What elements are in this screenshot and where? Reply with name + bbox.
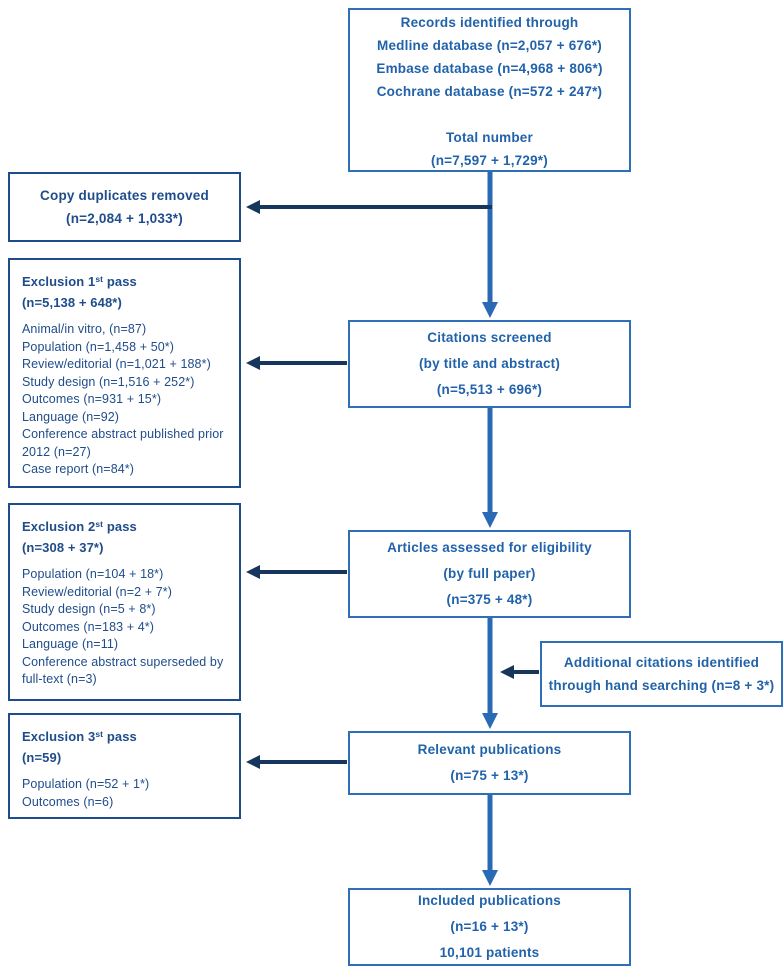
citations-screened-box: Citations screened (by title and abstract… (348, 320, 631, 408)
box-line: 10,101 patients (439, 945, 540, 960)
duplicates-removed-box: Copy duplicates removed (n=2,084 + 1,033*… (8, 172, 241, 242)
relevant-publications-box: Relevant publications (n=75 + 13*) (348, 731, 631, 795)
exclusion-item: Population (n=104 + 18*) (22, 567, 164, 581)
box-line: Embase database (n=4,968 + 806*) (376, 60, 603, 76)
exclusion-count: (n=5,138 + 648*) (22, 295, 122, 310)
ordinal-superscript: st (95, 273, 104, 284)
box-line: (n=75 + 13*) (450, 768, 529, 783)
exclusion-pass-2-box: Exclusion 2st pass (n=308 + 37*) Populat… (8, 503, 241, 701)
exclusion-title: Exclusion 1st pass (22, 273, 137, 290)
exclusion-item: Outcomes (n=931 + 15*) (22, 392, 162, 406)
box-line: through hand searching (n=8 + 3*) (548, 678, 775, 693)
box-line: Total number (446, 129, 533, 145)
exclusion-title: Exclusion 3st pass (22, 728, 137, 745)
box-line: Cochrane database (n=572 + 247*) (376, 83, 603, 99)
box-line: Medline database (n=2,057 + 676*) (377, 37, 602, 53)
additional-citations-box: Additional citations identified through h… (540, 641, 783, 707)
box-line: (by full paper) (443, 566, 536, 581)
box-line: (n=7,597 + 1,729*) (431, 152, 548, 168)
box-line: Articles assessed for eligibility (387, 540, 592, 555)
exclusion-item: Language (n=92) (22, 409, 120, 424)
exclusion-item: Review/editorial (n=1,021 + 188*) (22, 357, 211, 371)
included-publications-box: Included publications (n=16 + 13*) 10,101 … (348, 888, 631, 966)
exclusion-title: Exclusion 2st pass (22, 518, 137, 535)
exclusion-item: Study design (n=1,516 + 252*) (22, 374, 195, 389)
exclusion-item: Study design (n=5 + 8*) (22, 602, 156, 616)
box-line: (n=375 + 48*) (446, 592, 533, 607)
box-line (350, 103, 629, 126)
box-line: Included publications (418, 893, 561, 908)
exclusion-item-list: Animal/in vitro, (n=87) Population (n=1,4… (22, 321, 231, 479)
exclusion-item: Case report (n=84*) (22, 462, 135, 476)
box-line: (by title and abstract) (418, 356, 561, 371)
exclusion-item: Population (n=1,458 + 50*) (22, 339, 175, 354)
box-line: (n=5,513 + 696*) (436, 382, 543, 397)
exclusion-count: (n=308 + 37*) (22, 540, 104, 555)
exclusion-item: Animal/in vitro, (n=87) (22, 322, 147, 336)
box-line: Additional citations identified (563, 655, 760, 670)
box-line: Records identified through (400, 14, 579, 30)
exclusion-count: (n=59) (22, 750, 62, 765)
box-line: Copy duplicates removed (40, 188, 209, 203)
exclusion-item-list: Population (n=104 + 18*) Review/editorial… (22, 566, 231, 689)
exclusion-pass-3-box: Exclusion 3st pass (n=59) Population (n=… (8, 713, 241, 819)
exclusion-item: Outcomes (n=6) (22, 794, 114, 809)
exclusion-item: Conference abstract published prior 2012… (22, 427, 224, 459)
exclusion-item: Review/editorial (n=2 + 7*) (22, 584, 172, 599)
box-line: Relevant publications (417, 742, 562, 757)
ordinal-superscript: st (95, 518, 104, 529)
exclusion-item: Outcomes (n=183 + 4*) (22, 619, 155, 634)
exclusion-item: Language (n=11) (22, 637, 119, 651)
exclusion-item: Conference abstract superseded by full-t… (22, 654, 224, 687)
exclusion-item-list: Population (n=52 + 1*) Outcomes (n=6) (22, 776, 231, 811)
articles-assessed-box: Articles assessed for eligibility (by ful… (348, 530, 631, 618)
box-line: (n=2,084 + 1,033*) (66, 211, 183, 226)
box-line: Citations screened (427, 330, 552, 345)
box-line: (n=16 + 13*) (450, 919, 529, 934)
exclusion-item: Population (n=52 + 1*) (22, 777, 150, 791)
ordinal-superscript: st (95, 728, 104, 739)
exclusion-pass-1-box: Exclusion 1st pass (n=5,138 + 648*) Anim… (8, 258, 241, 488)
